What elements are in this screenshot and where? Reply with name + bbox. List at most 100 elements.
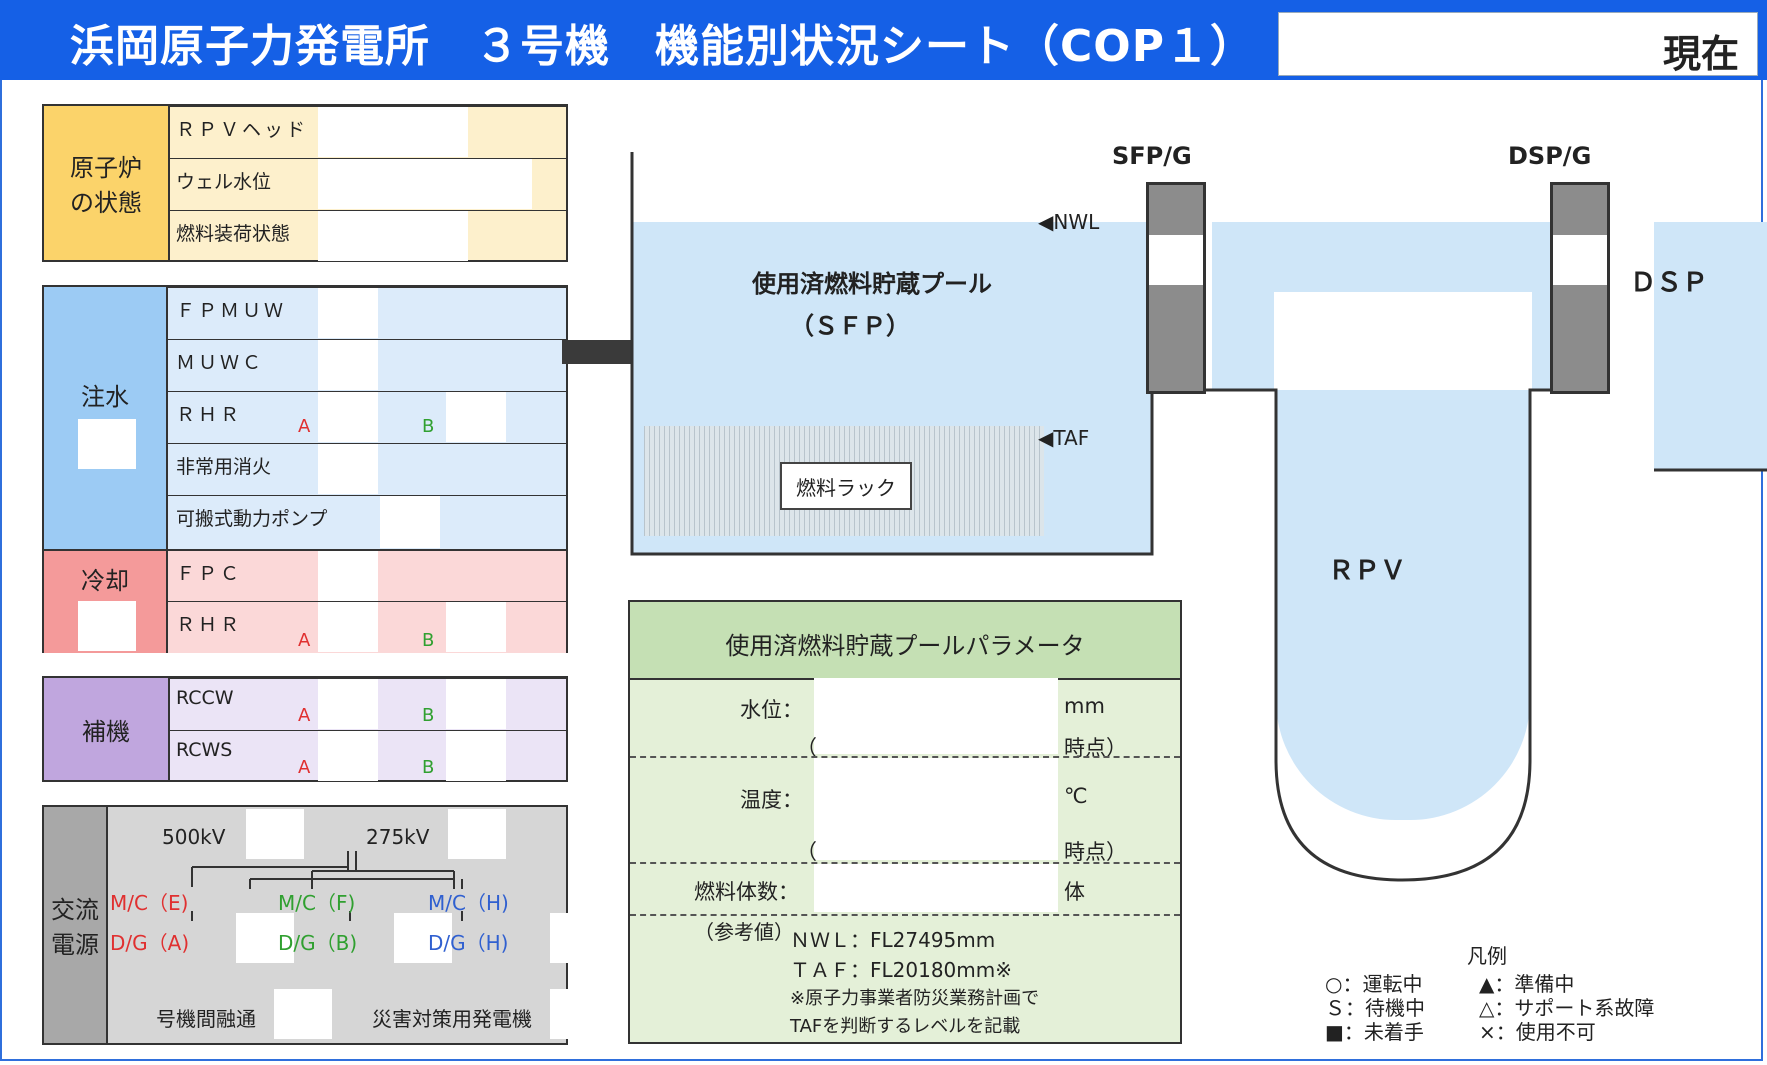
level-time-open: （ xyxy=(796,736,817,760)
reactor-row-fuel-loading: 燃料装荷状態 xyxy=(168,210,566,262)
status-field-b[interactable] xyxy=(446,602,506,652)
status-field[interactable] xyxy=(318,444,378,494)
injection-row-rhr: ＲＨＲ A B xyxy=(168,391,566,443)
status-field-a[interactable] xyxy=(318,602,378,652)
power-area: 500kV 275kV M/C（E) M/C（F) M/ xyxy=(108,807,568,1043)
dsp-gate xyxy=(1550,182,1610,394)
injection-row-fpmuw: ＦＰＭＵＷ xyxy=(168,287,566,339)
cooling-status-box[interactable] xyxy=(78,601,136,651)
dg-b-status[interactable] xyxy=(394,913,452,963)
cooling-title: 冷却 xyxy=(81,567,129,595)
dg-h-status[interactable] xyxy=(550,913,568,963)
train-b-label: B xyxy=(422,630,435,651)
status-field-b[interactable] xyxy=(446,679,506,729)
fuel-count-label: 燃料体数： xyxy=(694,880,799,904)
status-field-b[interactable] xyxy=(446,392,506,442)
interunit-label: 号機間融通 xyxy=(156,1007,256,1031)
sfp-gate xyxy=(1146,182,1206,394)
pool-walls xyxy=(630,152,1767,882)
status-field[interactable] xyxy=(318,551,378,601)
ref-label: （参考値） xyxy=(694,920,794,944)
dg-a-status[interactable] xyxy=(236,913,294,963)
reactor-state-header: 原子炉 の状態 xyxy=(44,106,170,260)
row-label: RCWS xyxy=(176,739,233,761)
well-upper-water xyxy=(1212,222,1274,390)
parameter-title: 使用済燃料貯蔵プールパラメータ xyxy=(725,632,1085,660)
ref-note-2: TAFを判断するレベルを記載 xyxy=(790,1016,1021,1037)
train-a-label: A xyxy=(298,757,311,778)
status-field[interactable] xyxy=(318,159,532,209)
fuel-count-value[interactable] xyxy=(814,864,1058,912)
status-field[interactable] xyxy=(318,211,468,261)
injection-cooling-panel: 注水 冷却 ＦＰＭＵＷ ＭＵＷＣ ＲＨＲ A B 非常用消火 可搬式動力ポンプ … xyxy=(42,285,568,653)
ac-power-panel: 交流 電源 500kV 275kV M/C（E) xyxy=(42,805,568,1045)
page-title: 浜岡原子力発電所 ３号機 機能別状況シート（COP１） xyxy=(70,21,1255,72)
legend-running: ○：運転中 xyxy=(1325,972,1423,996)
row-label: ＦＰＭＵＷ xyxy=(176,300,287,322)
injection-title: 注水 xyxy=(81,383,129,411)
sfp-name: 使用済燃料貯蔵プール xyxy=(752,270,992,298)
status-field[interactable] xyxy=(318,288,378,338)
temp-value[interactable] xyxy=(814,758,1058,860)
temp-label: 温度： xyxy=(740,788,803,812)
legend-standby: Ｓ：待機中 xyxy=(1325,996,1425,1020)
row-label: ＲＨＲ xyxy=(176,404,243,426)
sfp-gate-label: SFP/G xyxy=(1112,142,1192,170)
reactor-row-rpv-head: ＲＰＶヘッド xyxy=(168,106,566,158)
fuel-rack-label-box: 燃料ラック xyxy=(780,462,912,510)
injection-row-portable-pump: 可搬式動力ポンプ xyxy=(168,495,566,549)
auxiliary-panel: 補機 RCCW A B RCWS A B xyxy=(42,676,568,782)
power-title-line2: 電源 xyxy=(51,931,99,959)
level-label: 水位： xyxy=(740,698,803,722)
legend-support-fault: △：サポート系故障 xyxy=(1479,996,1655,1020)
sfp-parameter-table: 使用済燃料貯蔵プールパラメータ 水位： mm （ 時点） 温度： ℃ （ 時点）… xyxy=(628,600,1182,1044)
train-b-label: B xyxy=(422,416,435,437)
injection-status-box[interactable] xyxy=(78,419,136,469)
reactor-title-line1: 原子炉 xyxy=(70,154,142,182)
row-label: ウェル水位 xyxy=(176,171,272,193)
status-field-a[interactable] xyxy=(318,679,378,729)
auxiliary-title: 補機 xyxy=(82,717,130,746)
reactor-row-well-level: ウェル水位 xyxy=(168,158,566,210)
disaster-gen-status[interactable] xyxy=(550,989,568,1039)
parameter-header: 使用済燃料貯蔵プールパラメータ xyxy=(630,602,1180,680)
rpv-label: ＲＰＶ xyxy=(1328,556,1407,586)
status-field[interactable] xyxy=(318,107,468,157)
status-field-a[interactable] xyxy=(318,731,378,781)
current-label: 現在 xyxy=(1662,32,1739,76)
aux-row-rcws: RCWS A B xyxy=(168,730,566,782)
train-a-label: A xyxy=(298,705,311,726)
temp-time-close: 時点） xyxy=(1064,840,1127,864)
aux-row-rccw: RCCW A B xyxy=(168,678,566,730)
status-field[interactable] xyxy=(380,496,440,548)
divider xyxy=(630,756,1180,758)
auxiliary-header: 補機 xyxy=(44,678,170,780)
train-b-label: B xyxy=(422,705,435,726)
ac-power-header: 交流 電源 xyxy=(44,807,108,1043)
dg-a-label: D/G（A) xyxy=(110,931,190,955)
title-bar: 浜岡原子力発電所 ３号機 機能別状況シート（COP１） 現在 xyxy=(0,0,1767,80)
interunit-status[interactable] xyxy=(274,989,332,1039)
kv275-status[interactable] xyxy=(448,809,506,859)
reactor-title-line2: の状態 xyxy=(70,189,142,217)
current-time-box: 現在 xyxy=(1278,12,1758,76)
dg-h-label: D/G（H) xyxy=(428,931,509,955)
status-field-b[interactable] xyxy=(446,731,506,781)
sfp-abbr: （ＳＦＰ） xyxy=(790,312,910,340)
ref-note-1: ※原子力事業者防災業務計画で xyxy=(790,988,1040,1009)
fuel-count-unit: 体 xyxy=(1064,880,1085,904)
row-label: ＲＨＲ xyxy=(176,614,243,636)
row-label: ＲＰＶヘッド xyxy=(176,119,309,141)
pool-diagram: 燃料ラック SFP/G DSP/G ◀NWL ◀TAF 使用済燃料貯蔵プール （… xyxy=(620,140,1767,900)
busbar-lines xyxy=(191,851,463,921)
temp-unit: ℃ xyxy=(1064,784,1088,808)
level-value[interactable] xyxy=(814,678,1058,754)
train-a-label: A xyxy=(298,416,311,437)
legend-preparing: ▲：準備中 xyxy=(1479,972,1575,996)
kv500-status[interactable] xyxy=(246,809,304,859)
divider xyxy=(630,914,1180,916)
ref-taf: ＴＡＦ：FL20180mm※ xyxy=(790,958,1012,982)
status-field[interactable] xyxy=(318,340,378,390)
disaster-gen-label: 災害対策用発電機 xyxy=(372,1007,532,1031)
status-field-a[interactable] xyxy=(318,392,378,442)
